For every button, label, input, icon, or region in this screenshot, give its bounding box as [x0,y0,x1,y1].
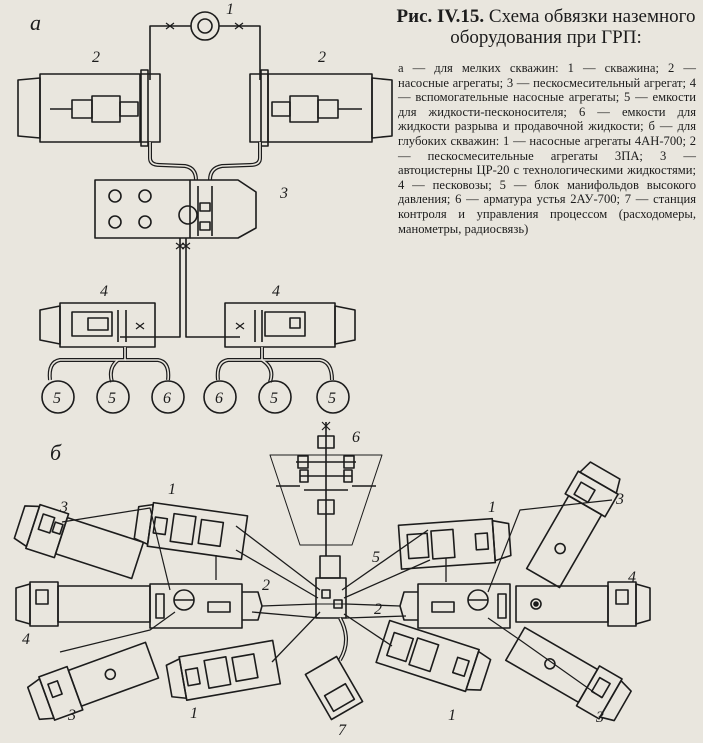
tanker-3-lr [504,626,632,722]
section-label-b: б [50,440,62,465]
label-tank-4: 6 [215,390,223,407]
sand-truck-4-right [515,581,651,627]
label-aux-right: 4 [272,283,280,300]
section-label-a: а [30,10,41,35]
feed-lines-b [59,499,613,699]
label-pump-ul: 1 [168,481,176,498]
label-pump-ur: 1 [488,499,496,516]
pump-unit-right [249,69,393,147]
label-mixer-right: 2 [374,601,382,618]
label-manifold: 5 [372,549,380,566]
label-aux-left: 4 [100,283,108,300]
pump-1-ur [397,517,512,570]
label-mixer-left: 2 [262,577,270,594]
tanker-3-ll [26,641,160,721]
label-tanker-ul: 3 [59,499,68,516]
figure-legend: а — для мелких скважин: 1 — скважина; 2 … [398,61,696,236]
caption-title: Рис. IV.15. Схема обвязки наземного обор… [395,6,697,48]
aux-pump-right [224,302,356,348]
label-pump-ll: 1 [190,705,198,722]
figure-caption: Рис. IV.15. Схема обвязки наземного обор… [395,6,697,48]
label-sand-right: 4 [628,569,636,586]
mixer-feed-lines [120,238,240,338]
tanks-a [41,380,350,414]
aux-pump-left [39,302,156,348]
tanker-3-ur [525,461,621,589]
sand-truck-4-left [15,581,151,627]
figure-number: Рис. IV.15. [396,6,485,27]
pump-1-ul [133,501,249,561]
well-a [190,11,220,41]
caption-text: Схема обвязки наземного оборудования при… [450,6,696,48]
label-tank-1: 5 [53,390,61,407]
label-tank-3: 6 [163,390,171,407]
label-tanker-lr: 3 [595,709,604,726]
label-wellhead: 6 [352,429,360,446]
pump-unit-left [17,69,161,147]
tank-hoses-left [47,347,171,383]
tank-hoses-right [215,347,334,383]
label-well: 1 [226,1,234,18]
radial-lines [215,525,447,663]
label-tanker-ur: 3 [615,491,624,508]
pump-1-ll [165,639,282,702]
mixer-2-left [149,583,263,629]
label-pump-right: 2 [318,49,326,66]
mixer-2-right [399,583,511,629]
label-pump-lr: 1 [448,707,456,724]
control-station [304,655,364,721]
label-tanker-ll: 3 [67,707,76,724]
label-sand-left: 4 [22,631,30,648]
manifold-block [315,555,347,619]
hoses-to-mixer [148,142,262,181]
mixer-unit-a [94,179,257,239]
label-mixer: 3 [279,185,288,202]
label-tank-2: 5 [108,390,116,407]
label-pump-left: 2 [92,49,100,66]
top-lines [149,22,261,80]
tanker-3-ul [13,503,145,580]
label-control-station: 7 [338,722,347,739]
wellhead-fittings [269,421,383,556]
label-tank-6: 5 [328,390,336,407]
pump-1-lr [375,619,492,693]
label-tank-5: 5 [270,390,278,407]
